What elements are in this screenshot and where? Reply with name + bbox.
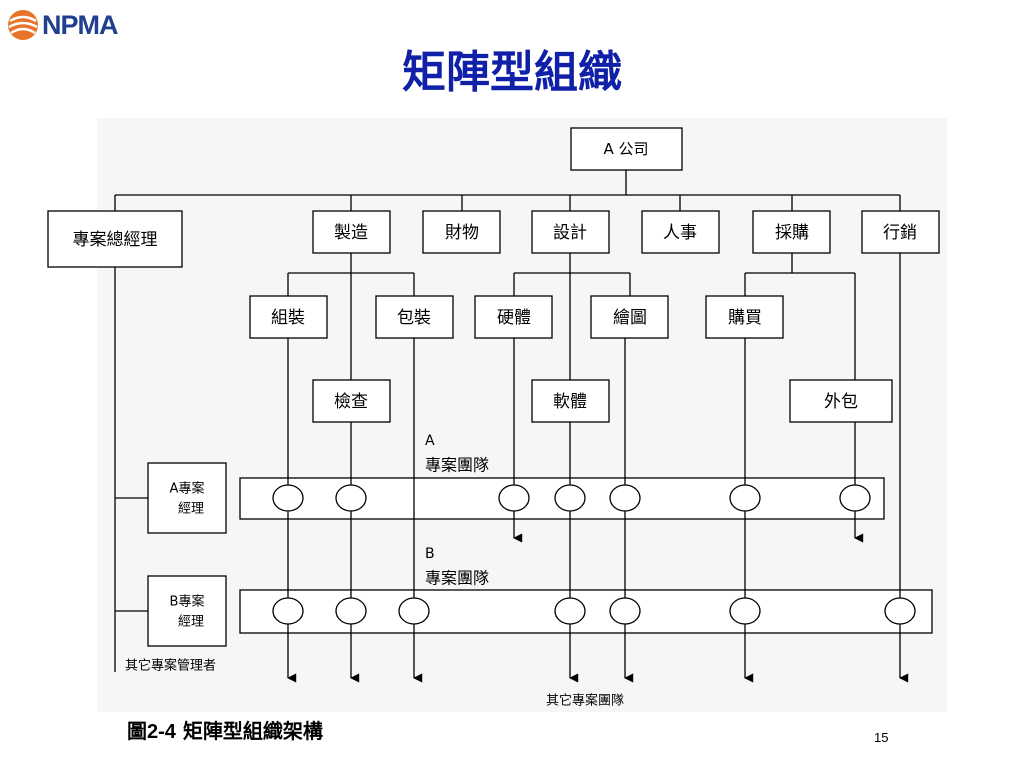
team-a-node <box>729 484 761 512</box>
team-a-node <box>609 484 641 512</box>
dept-design-box <box>531 210 610 254</box>
team-b-node <box>335 597 367 625</box>
team-a-node <box>272 484 304 512</box>
unit-label: 檢查 <box>334 392 368 412</box>
team-a-node <box>554 484 586 512</box>
team-a-letter: A <box>425 433 435 449</box>
page-number: 15 <box>874 730 889 745</box>
company-box <box>570 127 683 171</box>
team-b-node <box>554 597 586 625</box>
dept-label: 設計 <box>553 223 587 243</box>
unit-label: 包裝 <box>397 308 431 328</box>
team-b-node <box>884 597 916 625</box>
unit-inspection-box <box>312 379 391 423</box>
team-b-manager-box <box>147 575 227 647</box>
project-manager-box <box>47 210 183 268</box>
unit-hardware-box <box>474 295 553 339</box>
unit-label: 外包 <box>824 392 858 412</box>
team-a-manager-label: A專案 <box>170 482 205 497</box>
dept-manufacturing-box <box>312 210 391 254</box>
unit-label: 軟體 <box>553 392 587 412</box>
unit-label: 繪圖 <box>613 308 647 328</box>
dept-label: 財物 <box>445 223 479 243</box>
team-a-node <box>498 484 530 512</box>
team-a-node <box>839 484 871 512</box>
team-b-name: 專案團隊 <box>425 569 489 588</box>
logo-text: NPMA <box>42 10 118 40</box>
figure-caption: 圖2-4 矩陣型組織架構 <box>127 715 323 744</box>
unit-buying-box <box>705 295 784 339</box>
logo-globe-icon <box>8 10 38 40</box>
project-manager-label: 專案總經理 <box>73 230 158 250</box>
team-b-node <box>729 597 761 625</box>
unit-assembly-box <box>249 295 328 339</box>
dept-purchasing-box <box>752 210 831 254</box>
team-b-manager-label: 經理 <box>178 615 204 630</box>
company-label: A 公司 <box>603 140 648 158</box>
dept-finance-box <box>422 210 501 254</box>
unit-packaging-box <box>375 295 454 339</box>
caption-figure: 圖 <box>127 719 147 743</box>
unit-label: 購買 <box>728 308 762 328</box>
team-a-manager-label: 經理 <box>178 502 204 517</box>
page-title: 矩陣型組織 <box>402 47 622 98</box>
unit-label: 硬體 <box>497 308 531 328</box>
dept-label: 人事 <box>663 223 697 243</box>
dept-marketing-box <box>861 210 940 254</box>
team-b-node <box>272 597 304 625</box>
unit-software-box <box>531 379 610 423</box>
dept-label: 行銷 <box>883 223 917 243</box>
npma-logo: NPMA <box>6 8 146 42</box>
dept-hr-box <box>641 210 720 254</box>
team-a-node <box>335 484 367 512</box>
team-a-manager-box <box>147 462 227 534</box>
team-a-name: 專案團隊 <box>425 456 489 475</box>
team-b-node <box>398 597 430 625</box>
other-managers-label: 其它專案管理者 <box>125 658 216 674</box>
team-b-letter: B <box>425 546 435 562</box>
team-b-manager-label: B專案 <box>170 595 205 610</box>
unit-label: 組裝 <box>271 308 305 328</box>
unit-drawing-box <box>590 295 669 339</box>
dept-label: 製造 <box>334 223 368 243</box>
caption-number: 2-4 <box>147 721 176 743</box>
unit-outsourcing-box <box>789 379 893 423</box>
caption-text: 矩陣型組織架構 <box>182 719 323 743</box>
dept-label: 採購 <box>775 223 809 243</box>
team-b-node <box>609 597 641 625</box>
other-teams-label: 其它專案團隊 <box>546 693 624 709</box>
